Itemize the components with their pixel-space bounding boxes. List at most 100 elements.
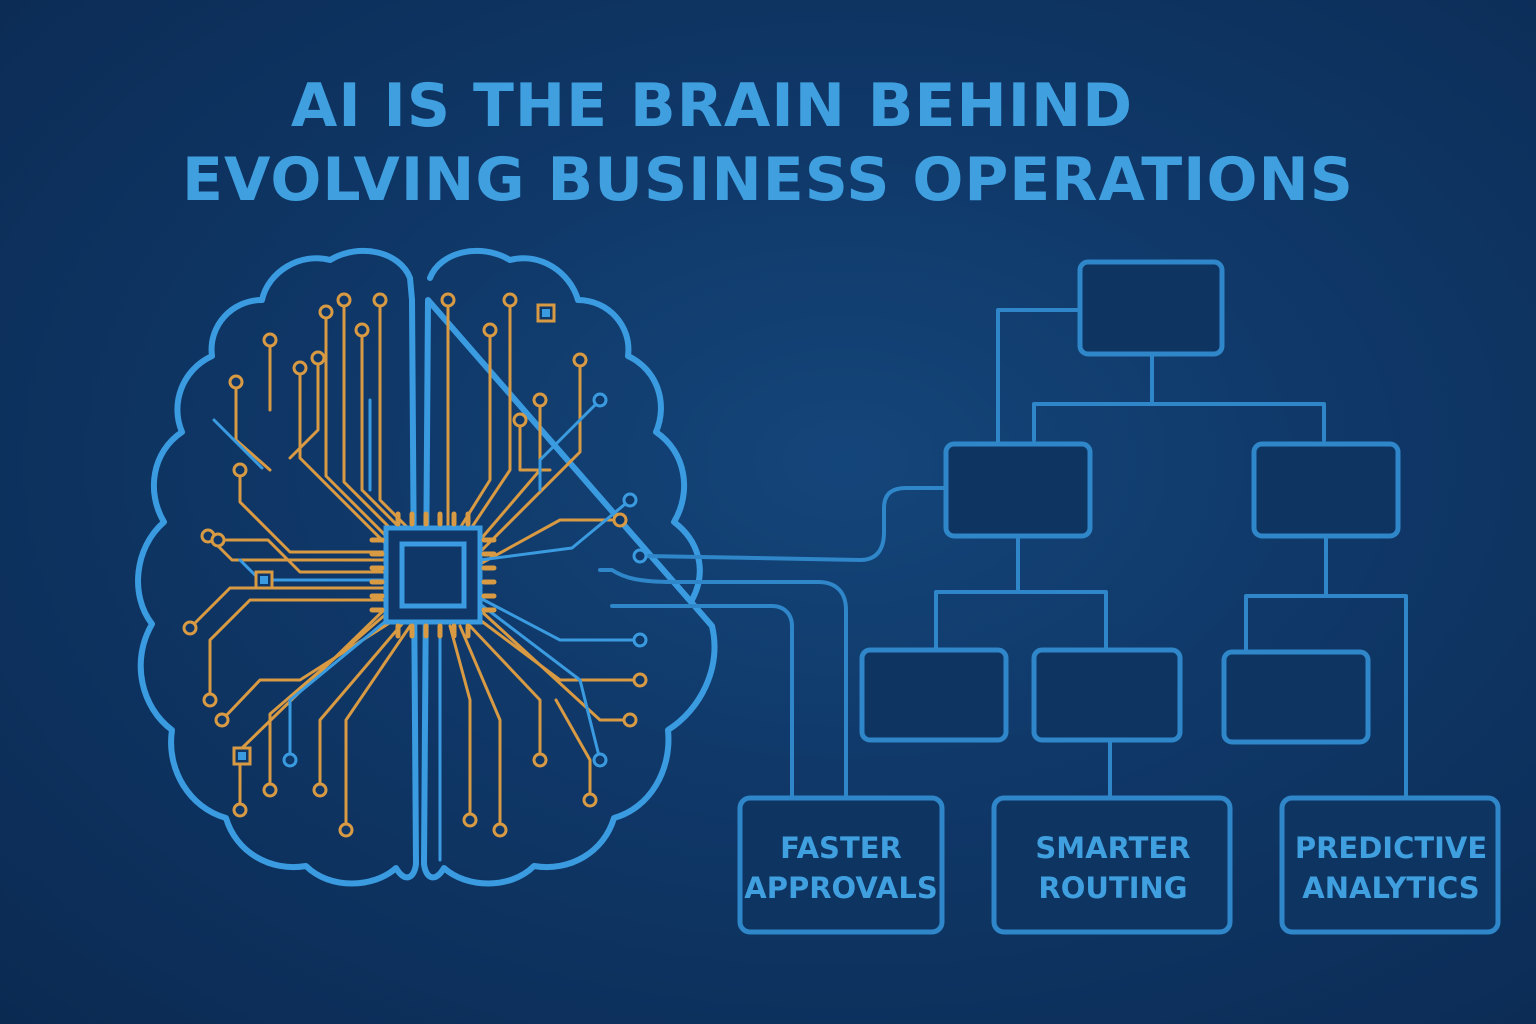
circuit-trace xyxy=(458,624,502,832)
circuit-trace xyxy=(468,298,512,532)
circuit-trace xyxy=(318,622,404,792)
outcome-boxes: FASTER APPROVALS SMARTER ROUTING PREDICT… xyxy=(737,795,1501,935)
process-box-top xyxy=(1077,259,1225,357)
circuit-node xyxy=(182,620,198,636)
circuit-trace xyxy=(478,608,632,722)
process-box-level3-left xyxy=(859,647,1009,743)
circuit-trace xyxy=(212,418,264,470)
circuit-trace xyxy=(458,328,492,530)
circuit-node xyxy=(462,812,478,828)
circuit-node xyxy=(612,512,628,528)
connector-line xyxy=(644,486,948,562)
circuit-trace xyxy=(208,598,388,702)
title-line-1: AI IS THE BRAIN BEHIND xyxy=(290,71,1134,141)
process-hierarchy xyxy=(859,259,1401,745)
circuit-trace xyxy=(344,624,412,832)
connector-line xyxy=(598,568,848,798)
circuit-node xyxy=(622,712,638,728)
circuit-node xyxy=(372,292,388,308)
circuit-trace xyxy=(478,596,642,642)
circuit-pad-core xyxy=(260,576,268,584)
circuit-node xyxy=(232,802,248,818)
circuit-node xyxy=(572,352,588,368)
circuit-trace xyxy=(288,356,320,460)
brain-right-hemisphere xyxy=(421,247,718,887)
outcome-label-line2: ROUTING xyxy=(1038,871,1187,905)
circuit-node xyxy=(482,322,498,338)
circuit-trace xyxy=(478,618,642,682)
connector-line xyxy=(996,308,1084,446)
circuit-trace xyxy=(478,358,582,554)
processor-chip-icon xyxy=(369,511,497,639)
circuit-node xyxy=(502,292,518,308)
circuit-node xyxy=(592,752,608,768)
connector-line xyxy=(1016,590,1108,650)
circuit-node xyxy=(338,822,354,838)
connector-line xyxy=(1324,594,1408,798)
circuit-trace xyxy=(478,518,622,566)
outcome-label-line2: APPROVALS xyxy=(744,871,937,905)
circuit-trace xyxy=(448,624,472,822)
circuit-node xyxy=(282,752,298,768)
outcome-label-line1: FASTER xyxy=(780,831,902,865)
process-box-level2-left xyxy=(943,441,1093,539)
circuit-trace xyxy=(478,602,602,762)
brain-left-hemisphere xyxy=(135,247,419,887)
circuit-trace xyxy=(220,618,396,722)
connector-line xyxy=(610,604,794,798)
circuit-trace xyxy=(216,538,388,574)
connector-line xyxy=(1150,402,1326,442)
circuit-node xyxy=(354,322,370,338)
circuit-node xyxy=(532,752,548,768)
circuit-trace xyxy=(468,624,542,762)
outcome-label-line1: SMARTER xyxy=(1035,831,1190,865)
circuit-node xyxy=(228,374,244,390)
title-line-2: EVOLVING BUSINESS OPERATIONS xyxy=(182,145,1354,215)
circuit-node xyxy=(232,462,248,478)
circuit-pad-core xyxy=(542,309,550,317)
process-box-level3-middle xyxy=(1031,647,1183,743)
circuit-trace xyxy=(298,366,388,546)
circuit-node xyxy=(632,672,648,688)
circuit-node xyxy=(210,532,226,548)
circuit-trace xyxy=(378,298,410,530)
outcome-label-line1: PREDICTIVE xyxy=(1295,831,1487,865)
circuit-node xyxy=(440,292,456,308)
outcome-faster-approvals: FASTER APPROVALS xyxy=(737,795,945,935)
circuit-node xyxy=(318,304,334,320)
flow-connectors xyxy=(598,308,1408,798)
connector-line xyxy=(1244,534,1328,654)
connector-line xyxy=(1032,352,1154,442)
circuit-node xyxy=(336,292,352,308)
circuit-trace xyxy=(234,380,272,472)
circuit-node xyxy=(262,782,278,798)
circuit-node xyxy=(622,492,638,508)
circuit-node xyxy=(262,332,278,348)
circuit-node xyxy=(292,360,308,376)
circuit-node xyxy=(632,632,648,648)
circuit-node xyxy=(312,782,328,798)
outcome-label-line2: ANALYTICS xyxy=(1302,871,1479,905)
circuit-trace xyxy=(238,468,388,554)
circuit-trace xyxy=(538,398,602,492)
circuit-trace xyxy=(342,298,394,532)
circuit-trace xyxy=(360,328,402,530)
outcome-predictive-analytics: PREDICTIVE ANALYTICS xyxy=(1279,795,1501,935)
circuit-node xyxy=(310,350,326,366)
circuit-node xyxy=(202,692,218,708)
circuit-node xyxy=(214,712,230,728)
circuit-trace xyxy=(188,586,388,630)
circuit-node xyxy=(632,548,648,564)
connector-line xyxy=(934,534,1020,650)
circuit-pad-core xyxy=(238,752,246,760)
circuit-node xyxy=(582,792,598,808)
circuit-node xyxy=(512,412,528,428)
circuit-trace xyxy=(288,614,394,762)
circuit-trace xyxy=(518,418,552,472)
outcome-smarter-routing: SMARTER ROUTING xyxy=(991,795,1233,935)
circuit-node xyxy=(592,392,608,408)
circuit-trace xyxy=(554,698,592,802)
circuit-trace xyxy=(478,498,632,562)
circuit-trace xyxy=(324,310,388,538)
